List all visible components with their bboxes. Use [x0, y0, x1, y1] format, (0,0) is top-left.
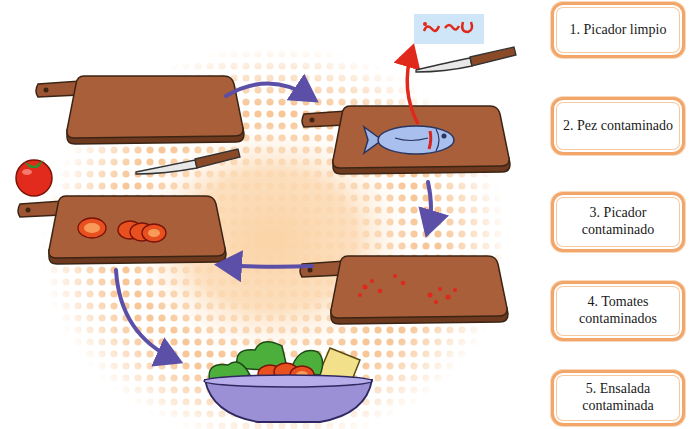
step-label: 2. Pez contaminado	[563, 118, 673, 135]
salad-bowl	[204, 342, 372, 422]
step-box: 5. Ensalada contaminada	[551, 370, 685, 426]
tomato-board	[18, 196, 226, 264]
step-box: 4. Tomates contaminados	[551, 281, 685, 341]
step-label: 5. Ensalada contaminada	[562, 381, 674, 415]
bacteria-box	[414, 14, 484, 44]
step-label: 1. Picador limpio	[570, 22, 667, 39]
knife	[416, 47, 516, 72]
step-box: 1. Picador limpio	[551, 2, 685, 58]
red-spots	[358, 274, 457, 304]
fish-board	[302, 106, 510, 174]
tomato-slices	[78, 218, 166, 242]
step-label: 3. Picador contaminado	[562, 205, 674, 239]
flow-arrows	[116, 83, 431, 360]
step-box: 3. Picador contaminado	[551, 192, 685, 252]
contamination-arrow	[407, 50, 418, 124]
tomato	[16, 160, 52, 196]
clean-board	[36, 76, 244, 144]
contaminated-board	[300, 256, 508, 324]
fish	[364, 126, 454, 154]
knife	[136, 149, 240, 174]
step-box: 2. Pez contaminado	[551, 97, 685, 155]
step-label: 4. Tomates contaminados	[562, 294, 674, 328]
